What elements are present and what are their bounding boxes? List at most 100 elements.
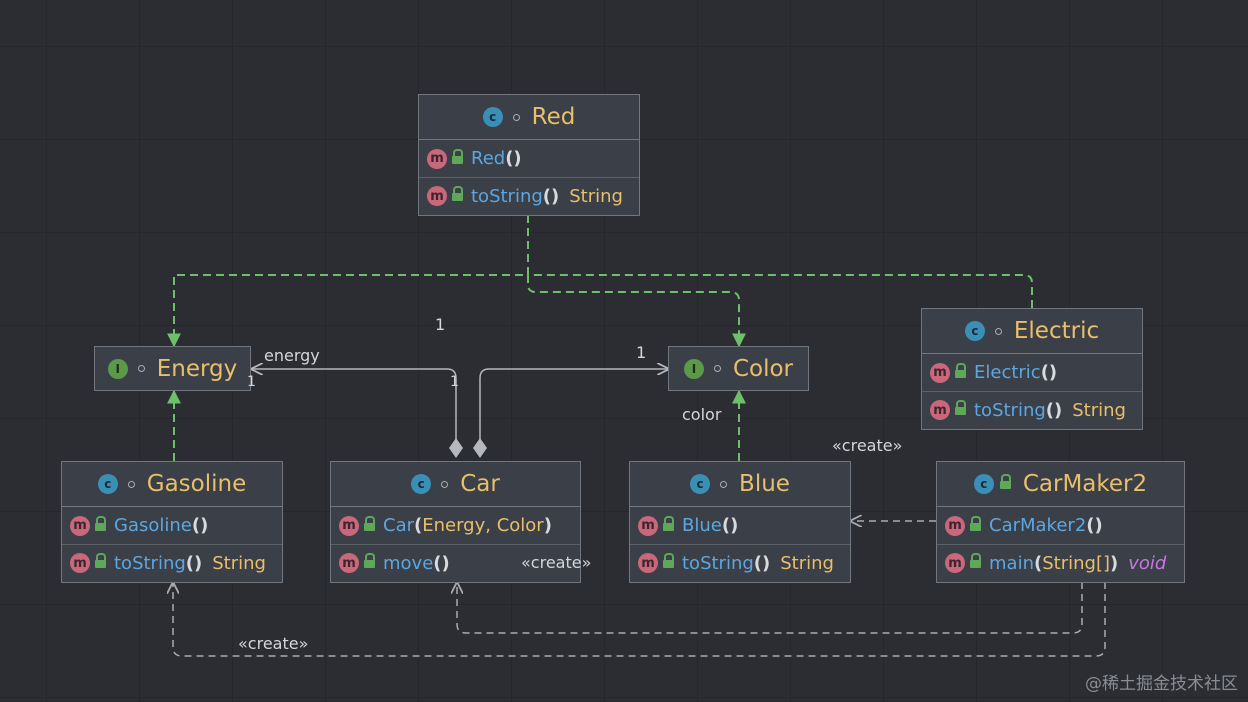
- visibility-package-icon: [512, 113, 520, 121]
- public-lock-icon: [663, 515, 674, 531]
- method-row[interactable]: m Electric(): [922, 354, 1142, 391]
- edge-carmaker2-creates-gasoline: [173, 582, 1106, 657]
- class-node-gasoline[interactable]: c Gasoline m Gasoline () m toString() St…: [61, 461, 283, 583]
- method-row[interactable]: m toString() String: [922, 391, 1142, 428]
- method-name: toString: [682, 552, 754, 574]
- method-name: move: [383, 552, 434, 574]
- method-row[interactable]: m toString() String: [62, 544, 282, 581]
- class-icon: c: [411, 474, 432, 494]
- interface-name: Energy: [156, 355, 238, 382]
- method-icon: m: [70, 553, 90, 573]
- method-name: Blue: [682, 515, 722, 536]
- public-lock-icon: [663, 553, 674, 568]
- method-row[interactable]: m CarMaker2 (): [937, 507, 1184, 544]
- method-icon: m: [945, 515, 965, 536]
- method-row[interactable]: m main(String[]) void: [937, 544, 1184, 581]
- method-params: String[]: [1042, 552, 1110, 574]
- method-icon: m: [638, 515, 658, 536]
- interface-node-energy[interactable]: I Energy: [94, 346, 251, 391]
- interface-header: I Color: [669, 347, 808, 390]
- method-row[interactable]: m toString() String: [419, 177, 639, 214]
- static-method-icon: m: [945, 553, 965, 573]
- method-row[interactable]: m Red(): [419, 140, 639, 177]
- edge-electric-implements-energy: [528, 274, 1033, 308]
- runnable-class-icon: c: [973, 474, 994, 494]
- interface-icon: I: [107, 358, 128, 379]
- class-node-blue[interactable]: c Blue m Blue() m toString() String: [629, 461, 851, 583]
- public-lock-icon: [955, 400, 966, 415]
- public-lock-icon: [999, 474, 1011, 489]
- return-type: String: [1072, 399, 1126, 421]
- method-row[interactable]: m toString() String: [630, 544, 850, 581]
- class-name: Red: [531, 104, 576, 130]
- class-icon: c: [690, 474, 711, 494]
- method-name: Electric: [974, 362, 1041, 383]
- class-node-car[interactable]: c Car m Car(Energy, Color) m move (): [330, 461, 581, 583]
- public-lock-icon: [970, 553, 981, 568]
- class-header: c CarMaker2: [937, 462, 1184, 507]
- class-header: c Blue: [630, 462, 850, 507]
- class-icon: c: [97, 474, 118, 494]
- class-name: CarMaker2: [1022, 471, 1148, 497]
- watermark: @稀土掘金技术社区: [1085, 674, 1238, 694]
- public-lock-icon: [95, 553, 106, 568]
- edge-label-energy-multiplicity-car: 1: [435, 315, 446, 334]
- method-icon: m: [427, 186, 447, 206]
- class-name: Blue: [739, 471, 790, 497]
- interface-name: Color: [732, 355, 794, 382]
- method-icon: m: [930, 362, 950, 383]
- method-icon: m: [339, 553, 359, 573]
- method-name: main: [989, 552, 1034, 574]
- interface-icon: I: [683, 358, 704, 379]
- method-name: toString: [114, 552, 186, 574]
- public-lock-icon: [364, 553, 375, 568]
- edge-label-color-multiplicity-color: 1: [636, 343, 647, 362]
- method-row[interactable]: m Blue(): [630, 507, 850, 544]
- method-icon: m: [70, 515, 90, 536]
- class-header: c Car: [331, 462, 580, 507]
- method-icon: m: [339, 515, 359, 536]
- method-icon: m: [427, 148, 447, 169]
- method-row[interactable]: m move (): [331, 544, 580, 581]
- visibility-package-icon: [137, 365, 145, 372]
- edge-red-implements-energy: [167, 215, 529, 348]
- public-lock-icon: [955, 362, 966, 378]
- aggregation-diamond-energy: [449, 438, 463, 458]
- public-lock-icon: [95, 515, 106, 531]
- method-icon: m: [930, 400, 950, 420]
- visibility-package-icon: [994, 327, 1002, 335]
- edge-label-create-blue: «create»: [832, 436, 903, 455]
- return-type: void: [1128, 552, 1167, 574]
- public-lock-icon: [452, 148, 463, 164]
- public-lock-icon: [364, 515, 375, 531]
- edge-label-create-car: «create»: [521, 553, 592, 572]
- edge-label-create-gasoline: «create»: [238, 634, 309, 653]
- visibility-package-icon: [713, 365, 721, 372]
- edge-label-energy-role: energy: [264, 346, 320, 365]
- method-name: toString: [471, 185, 543, 207]
- method-name: toString: [974, 399, 1046, 421]
- visibility-package-icon: [127, 480, 135, 488]
- method-row[interactable]: m Gasoline (): [62, 507, 282, 544]
- public-lock-icon: [452, 186, 463, 201]
- class-icon: c: [964, 321, 985, 341]
- edge-car-color-association: [479, 369, 668, 447]
- class-node-electric[interactable]: c Electric m Electric() m toString() Str…: [921, 308, 1143, 430]
- class-node-carmaker2[interactable]: c CarMaker2 m CarMaker2 () m main(String…: [936, 461, 1185, 583]
- return-type: String: [780, 552, 834, 574]
- edge-car-energy-association: [252, 369, 457, 447]
- edge-label-energy-multiplicity-energy: 1: [247, 374, 256, 390]
- edge-red-implements-color: [527, 275, 746, 348]
- aggregation-diamond-color: [473, 438, 487, 458]
- visibility-package-icon: [441, 480, 449, 488]
- edge-label-color-multiplicity-car: 1: [450, 374, 459, 390]
- public-lock-icon: [970, 515, 981, 531]
- class-header: c Electric: [922, 309, 1142, 354]
- method-name: Red: [471, 148, 506, 169]
- class-name: Car: [460, 471, 500, 497]
- interface-node-color[interactable]: I Color: [668, 346, 809, 391]
- interface-header: I Energy: [95, 347, 250, 390]
- class-node-red[interactable]: c Red m Red() m toString() String: [418, 94, 640, 216]
- method-row[interactable]: m Car(Energy, Color): [331, 507, 580, 544]
